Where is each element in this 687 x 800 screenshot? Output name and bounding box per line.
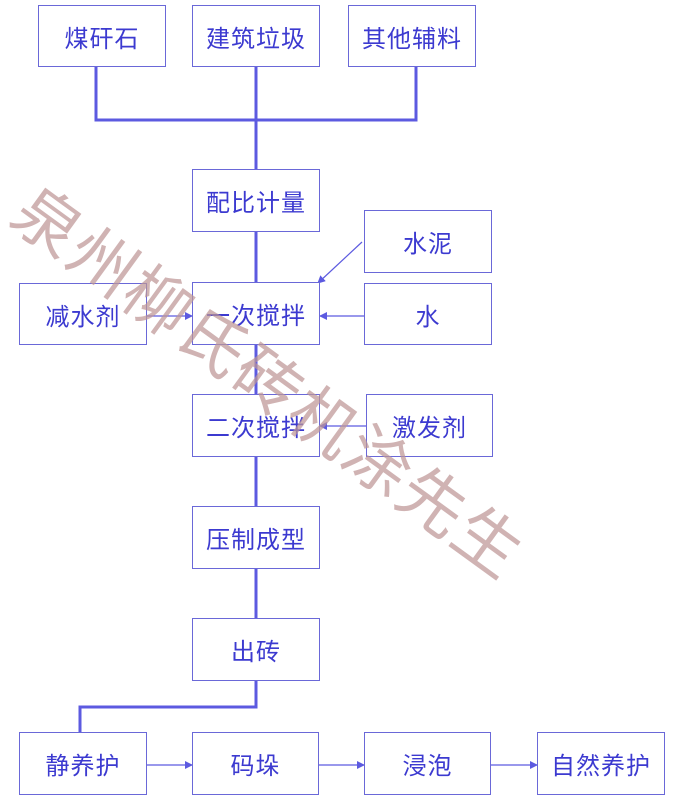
node-gangue: 煤矸石 — [38, 5, 166, 67]
node-construction-waste: 建筑垃圾 — [192, 5, 320, 67]
node-label: 自然养护 — [551, 752, 651, 780]
node-water-reducer: 减水剂 — [19, 283, 147, 345]
node-static-curing: 静养护 — [19, 732, 147, 795]
node-activator: 激发剂 — [366, 394, 493, 457]
node-label: 减水剂 — [45, 302, 121, 331]
node-second-mixing: 二次搅拌 — [192, 394, 320, 457]
node-label: 静养护 — [45, 752, 121, 780]
node-label: 一次搅拌 — [206, 302, 306, 330]
node-brick-out: 出砖 — [192, 618, 320, 681]
node-first-mixing: 一次搅拌 — [192, 282, 320, 345]
node-label: 其他辅料 — [362, 24, 462, 53]
node-label: 建筑垃圾 — [206, 24, 306, 53]
node-cement: 水泥 — [364, 210, 492, 273]
node-other-materials: 其他辅料 — [348, 5, 476, 67]
node-label: 二次搅拌 — [206, 414, 306, 442]
node-soaking: 浸泡 — [364, 732, 491, 795]
node-label: 浸泡 — [402, 752, 453, 780]
node-stacking: 码垛 — [192, 732, 319, 795]
node-label: 水 — [415, 302, 441, 331]
node-label: 出砖 — [231, 638, 281, 666]
node-label: 配比计量 — [206, 189, 306, 217]
arrow-cement-to-first — [317, 241, 363, 284]
node-natural-curing: 自然养护 — [537, 732, 665, 795]
node-label: 码垛 — [230, 752, 281, 780]
node-pressing: 压制成型 — [192, 506, 320, 569]
node-label: 压制成型 — [206, 526, 306, 554]
node-water: 水 — [364, 283, 492, 345]
node-label: 激发剂 — [392, 414, 467, 442]
node-label: 水泥 — [403, 230, 453, 258]
node-proportioning: 配比计量 — [192, 169, 320, 232]
node-label: 煤矸石 — [64, 24, 140, 53]
